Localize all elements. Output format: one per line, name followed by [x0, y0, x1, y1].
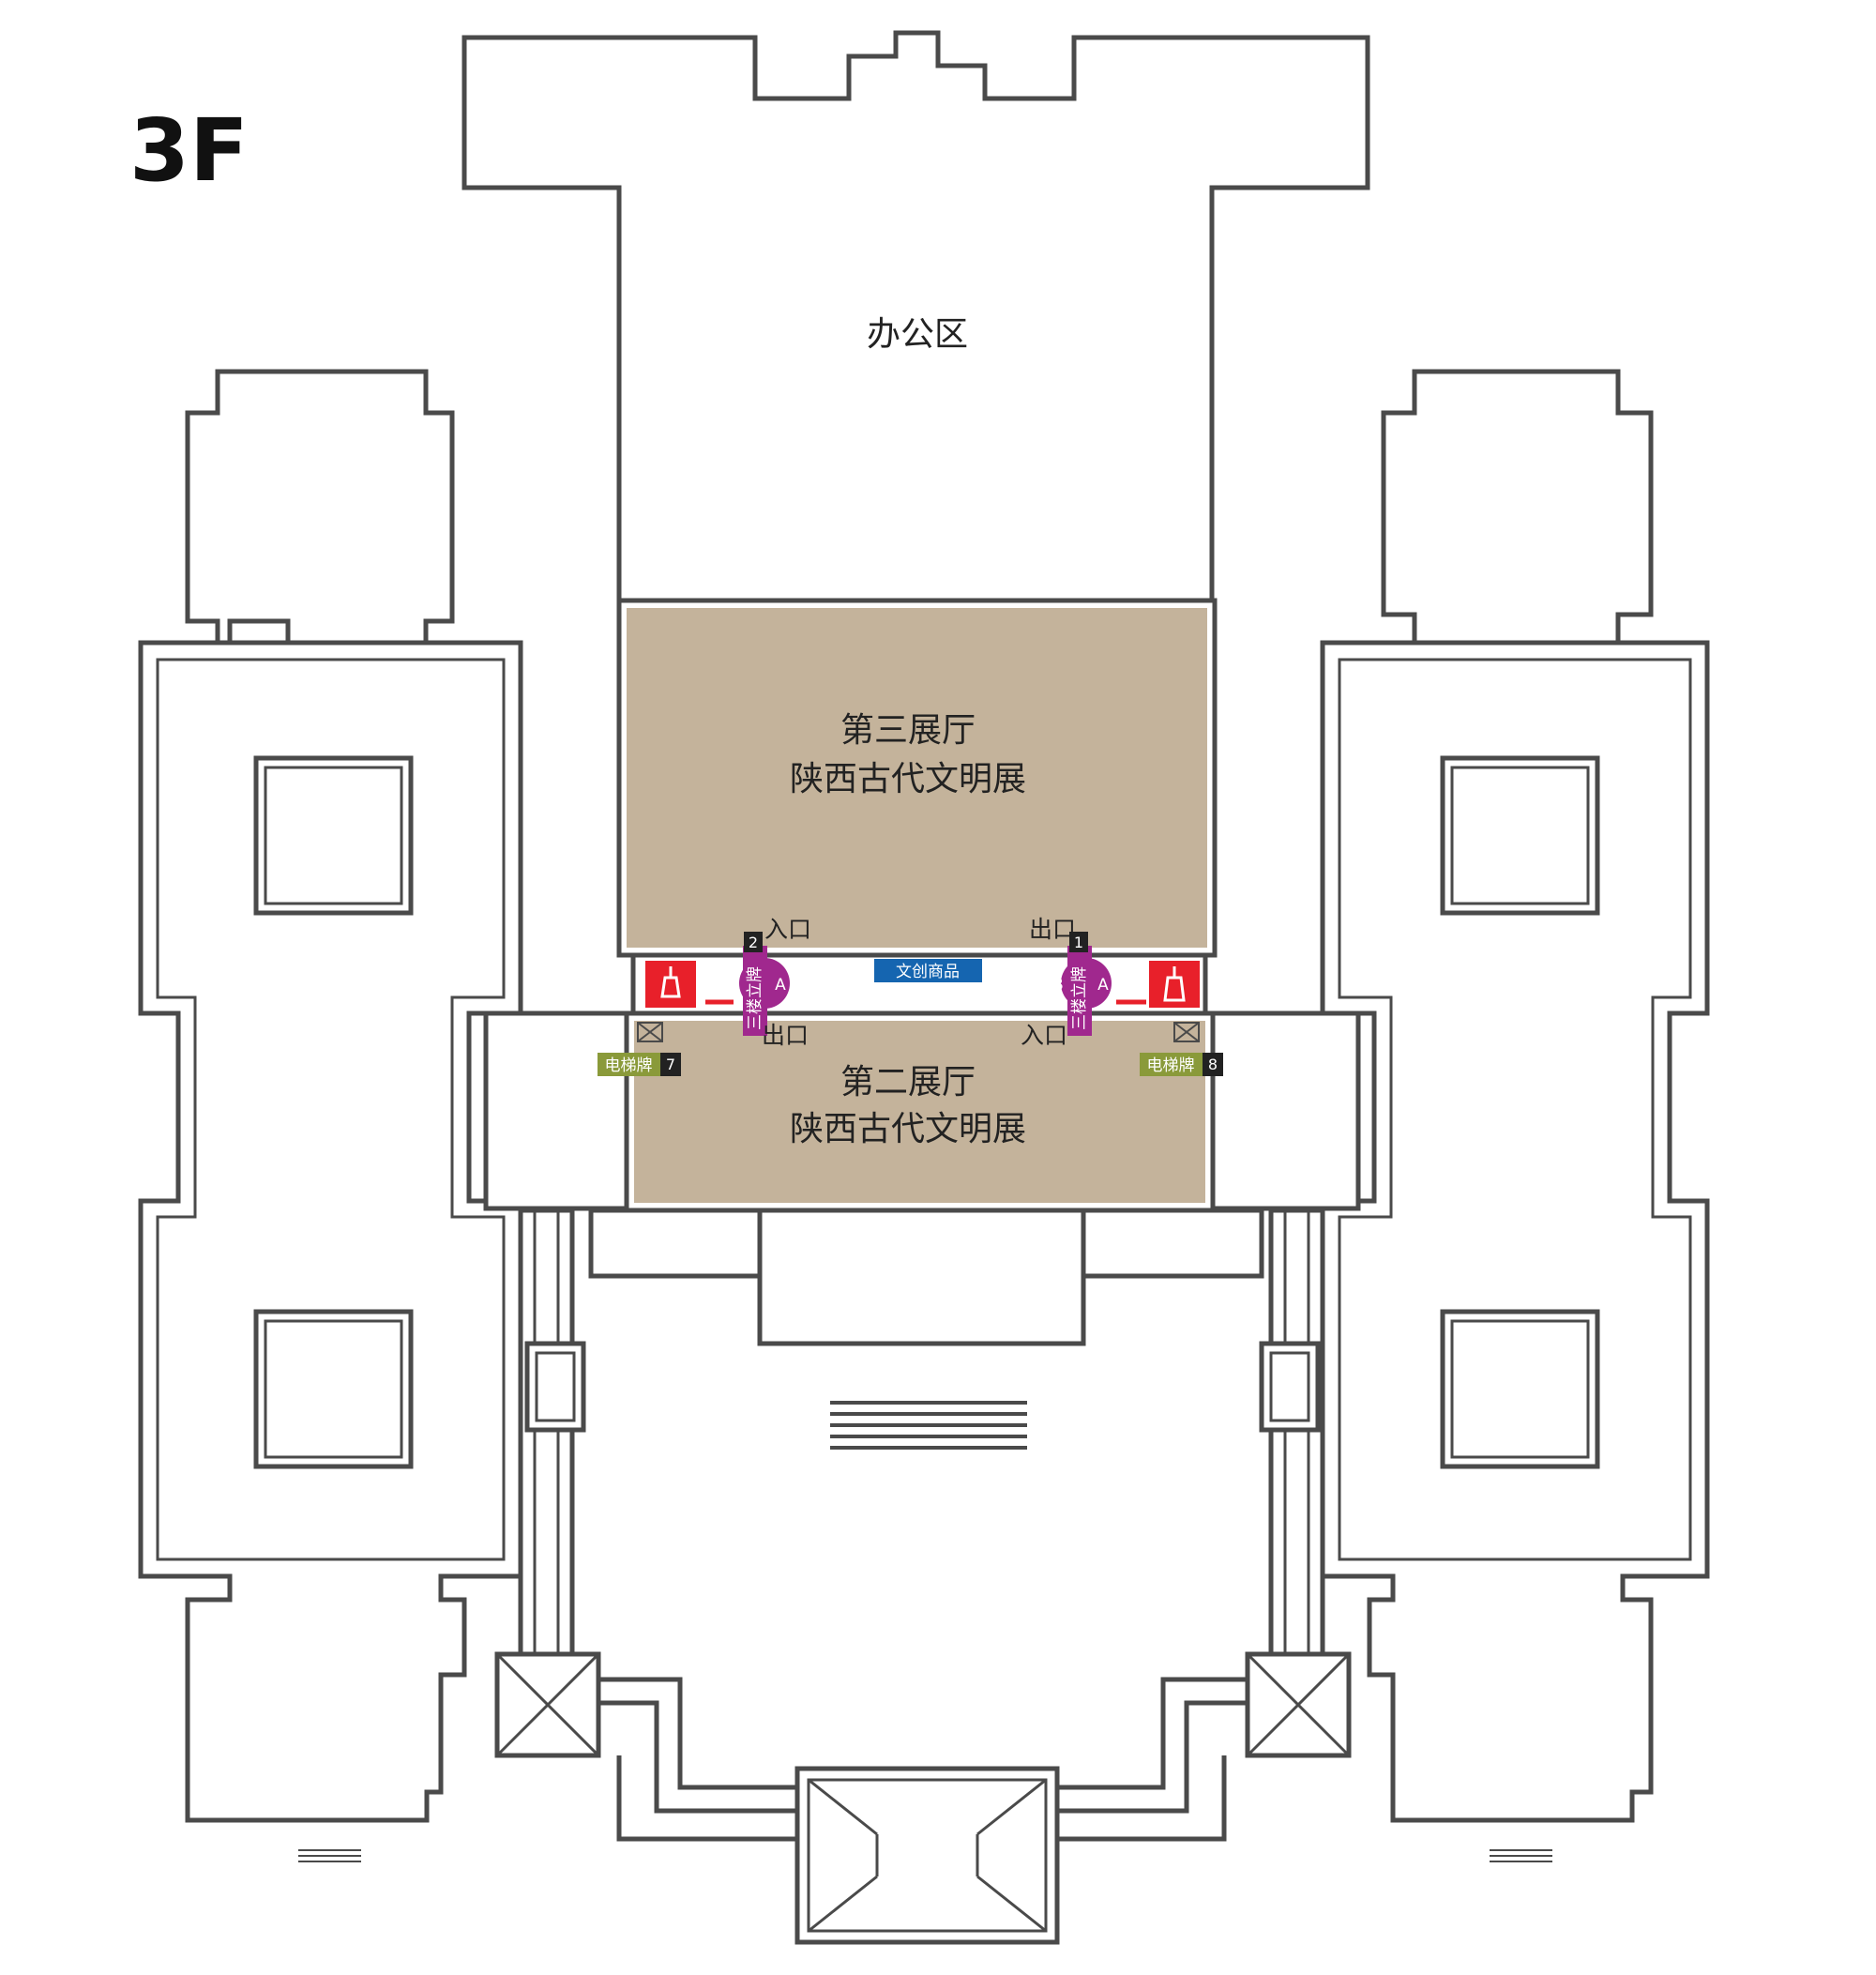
left-column-corridor	[518, 1208, 586, 1659]
restroom-icon-right	[1149, 961, 1200, 1008]
hall3-exit-label: 出口	[1029, 916, 1076, 943]
left-courtyard-lower	[253, 1309, 414, 1469]
stairs-icon	[830, 1401, 1027, 1450]
shop-label: 文创商品	[896, 963, 960, 981]
hall3-name: 第三展厅	[840, 711, 976, 750]
elevator-icon-right	[1173, 1022, 1200, 1042]
stand-number-left: 2	[749, 934, 758, 951]
right-courtyard-lower-inner	[1450, 1319, 1590, 1459]
right-courtyard-lower	[1440, 1309, 1600, 1469]
elevator-sign-left: 电梯牌 7	[598, 1053, 681, 1076]
hall3-exhibition: 陕西古代文明展	[790, 760, 1026, 798]
right-tower-outline	[1381, 369, 1654, 660]
right-courtyard-upper-inner	[1450, 766, 1590, 905]
elevator-label-right: 电梯牌	[1147, 1056, 1195, 1075]
hall2-exit-label: 出口	[762, 1022, 809, 1049]
bottom-walkway-inner	[598, 1700, 1248, 1814]
right-column-corridor	[1259, 1208, 1325, 1659]
right-pavilion	[1245, 1651, 1352, 1758]
side-a-left: A	[775, 976, 786, 995]
left-tower-outline	[185, 369, 455, 660]
hall2-exhibition: 陕西古代文明展	[790, 1110, 1026, 1148]
elevator-number-right: 8	[1208, 1056, 1218, 1073]
stairs-icon	[298, 1849, 361, 1862]
floor-stand-sign-left: 2 三楼立牌 B A	[705, 932, 790, 1036]
right-wing-inner-wall	[1338, 658, 1692, 1561]
left-courtyard-upper	[253, 755, 414, 916]
side-a-right: A	[1097, 976, 1109, 995]
left-wing-inner-wall	[156, 658, 506, 1561]
hall2-entrance-label: 入口	[1021, 1022, 1067, 1049]
bottom-walkway-outer	[598, 1677, 1248, 1790]
stand-number-right: 1	[1074, 934, 1083, 951]
hall2-name: 第二展厅	[840, 1063, 976, 1101]
elevator-sign-right: 电梯牌 8	[1140, 1053, 1223, 1076]
right-courtyard-upper	[1440, 755, 1600, 916]
elevator-label-left: 电梯牌	[605, 1056, 653, 1075]
side-b-left: B	[728, 976, 739, 995]
side-b-right: B	[1052, 976, 1064, 995]
hall3-entrance-label: 入口	[764, 916, 811, 943]
floor-label: 3F	[129, 100, 249, 201]
office-area-label: 办公区	[867, 315, 968, 354]
elevator-number-left: 7	[666, 1056, 675, 1073]
hall3-area	[623, 604, 1211, 951]
shop-sign: 文创商品	[874, 959, 982, 982]
floor-stand-label-right: 三楼立牌	[1070, 966, 1089, 1030]
left-wing-outline	[138, 640, 523, 1823]
left-courtyard-lower-inner	[264, 1319, 403, 1459]
floor-stand-label-left: 三楼立牌	[746, 966, 764, 1030]
elevator-icon-left	[637, 1022, 663, 1042]
floor-stand-sign-right: 1 三楼立牌 B A	[1052, 932, 1146, 1036]
entrance-portico	[794, 1766, 1060, 1945]
stairs-icon	[1490, 1849, 1552, 1862]
bottom-walkway-lower	[616, 1755, 1227, 1842]
lower-central-block	[757, 1208, 1086, 1346]
left-courtyard-upper-inner	[264, 766, 403, 905]
left-pavilion	[494, 1651, 601, 1758]
restroom-icon-left	[645, 961, 696, 1008]
hall2-area	[630, 1017, 1209, 1207]
